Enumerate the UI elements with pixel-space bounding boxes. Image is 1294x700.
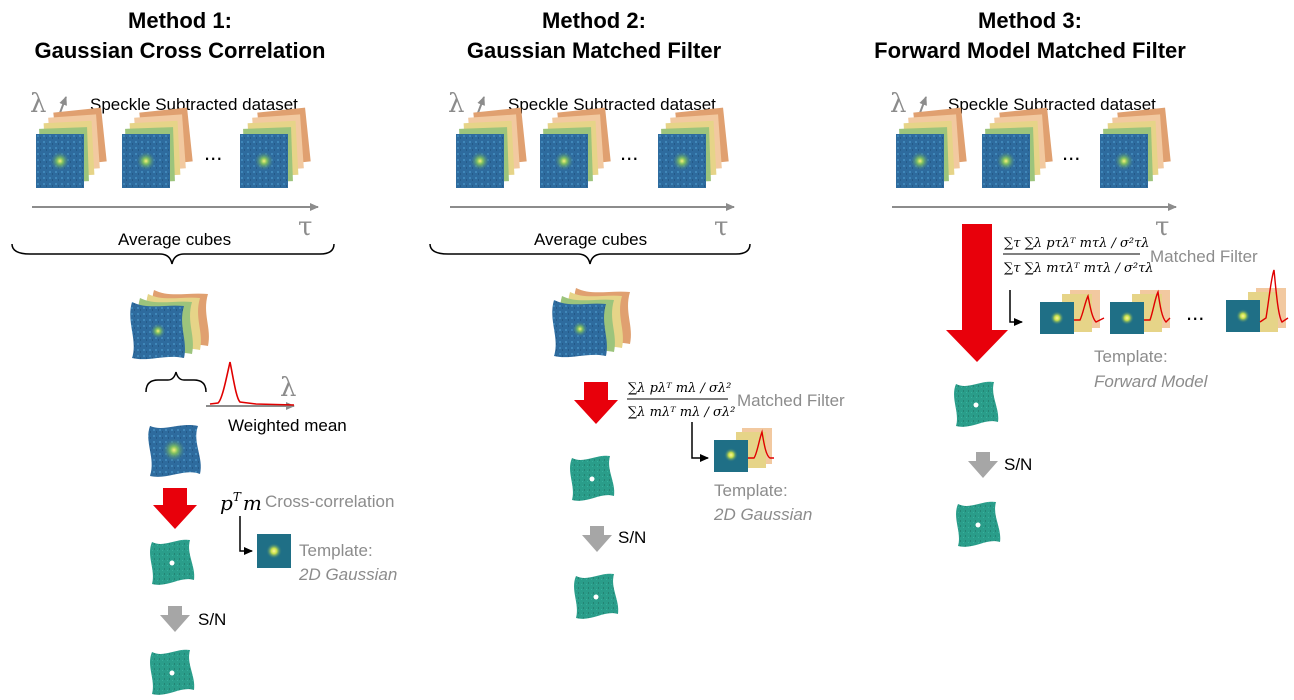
method2-averaged-cube xyxy=(552,288,631,358)
method3-mf-numerator: ∑τ ∑λ pτλᵀ mτλ / σ²τλ xyxy=(1004,236,1150,251)
method3-mf-label: Matched Filter xyxy=(1150,247,1258,266)
method3-template-stack-3 xyxy=(1226,269,1289,332)
method1-average-brace xyxy=(11,243,335,265)
method3-cube-3 xyxy=(1100,107,1171,188)
method1-template-type: 2D Gaussian xyxy=(298,565,397,584)
method3-template-label: Template: xyxy=(1094,347,1168,366)
method1-cc-T: T xyxy=(233,490,242,504)
method3-cube-ellipsis: ... xyxy=(1062,140,1080,165)
method3-template-type: Forward Model xyxy=(1094,372,1209,391)
method3-filtered-image xyxy=(954,381,999,427)
method1-dataset-label: Speckle Subtracted dataset xyxy=(90,95,298,114)
method3-title-line1: Method 3: xyxy=(978,8,1082,33)
method1-cube-ellipsis: ... xyxy=(204,140,222,165)
method3-red-arrow xyxy=(946,224,1008,362)
method1-red-arrow xyxy=(153,488,197,529)
method2-average-brace xyxy=(429,243,751,265)
method1-snr-image xyxy=(150,649,195,695)
method2-template-label: Template: xyxy=(714,481,788,500)
method1-brace-label: Average cubes xyxy=(118,230,231,249)
method2-mf-denominator: ∑λ mλᵀ mλ / σλ² xyxy=(628,405,735,420)
method2-snr-label: S/N xyxy=(618,528,646,547)
method3-lambda-label: λ xyxy=(890,89,906,119)
method3-cube-2 xyxy=(982,107,1053,188)
method1-title-line2: Gaussian Cross Correlation xyxy=(34,38,326,63)
method1-averaged-cube xyxy=(130,290,209,360)
method3-template-stack-1 xyxy=(1040,290,1105,334)
method3-dataset-label: Speckle Subtracted dataset xyxy=(948,95,1156,114)
method1-snr-label: S/N xyxy=(198,610,226,629)
method2-title: Method 2: Gaussian Matched Filter xyxy=(444,6,744,66)
method1-template-label: Template: xyxy=(299,541,373,560)
method2-cube-2 xyxy=(540,107,611,188)
method3-cube-1 xyxy=(896,107,967,188)
method3-title: Method 3: Forward Model Matched Filter xyxy=(860,6,1200,66)
method2-mf-label: Matched Filter xyxy=(737,391,845,410)
method1-weight-curve xyxy=(209,361,295,406)
method1-title: Method 1: Gaussian Cross Correlation xyxy=(30,6,330,66)
method2-title-line2: Gaussian Matched Filter xyxy=(466,38,722,63)
method2-template-type: 2D Gaussian xyxy=(713,505,812,524)
method2-snr-image xyxy=(574,573,619,619)
method1-filtered-image xyxy=(150,539,195,585)
method2-dataset-label: Speckle Subtracted dataset xyxy=(508,95,716,114)
method2-cube-1 xyxy=(456,107,527,188)
method1-cc-m: m xyxy=(243,491,262,515)
method1-cube-3 xyxy=(240,107,311,188)
method2-lambda-label: λ xyxy=(448,89,464,119)
method2-template-stack xyxy=(714,428,774,472)
method1-title-line1: Method 1: xyxy=(128,8,232,33)
method1-weighted-mean-label: Weighted mean xyxy=(228,416,347,435)
method2-title-line1: Method 2: xyxy=(542,8,646,33)
method1-lambda-brace xyxy=(145,371,207,393)
method3-tau-label: τ xyxy=(1155,212,1169,242)
method2-cube-ellipsis: ... xyxy=(620,140,638,165)
method3-title-line2: Forward Model Matched Filter xyxy=(874,38,1186,63)
method1-template-psf xyxy=(266,543,282,559)
method3-template-pointer xyxy=(1009,290,1023,326)
method2-template-pointer xyxy=(691,422,709,462)
method1-panel: λ Speckle Subtracted dataset ... τ Avera… xyxy=(11,89,397,695)
method2-snr-arrow xyxy=(582,526,612,552)
method3-snr-label: S/N xyxy=(1004,455,1032,474)
method1-snr-arrow xyxy=(160,606,190,632)
method1-cc-p: p xyxy=(220,491,233,515)
method3-snr-arrow xyxy=(968,452,998,478)
method2-red-arrow xyxy=(574,382,618,424)
method3-snr-image xyxy=(956,501,1001,547)
method1-lambda-label: λ xyxy=(30,89,46,119)
method3-template-ellipsis: ... xyxy=(1186,300,1204,325)
method3-template-stack-2 xyxy=(1110,289,1171,334)
method2-filtered-image xyxy=(570,455,615,501)
method1-cc-label: Cross-correlation xyxy=(265,492,394,511)
method1-cube-2 xyxy=(122,107,193,188)
method3-mf-denominator: ∑τ ∑λ mτλᵀ mτλ / σ²τλ xyxy=(1004,261,1154,276)
method2-cube-3 xyxy=(658,107,729,188)
method2-mf-numerator: ∑λ pλᵀ mλ / σλ² xyxy=(628,381,731,396)
method3-panel: λ Speckle Subtracted dataset ... τ ∑τ ∑λ… xyxy=(890,89,1289,547)
method1-template-pointer xyxy=(239,516,253,555)
method1-tau-label: τ xyxy=(298,212,312,242)
method1-cube-1 xyxy=(36,107,107,188)
method1-curve-lambda-label: λ xyxy=(280,373,296,403)
method1-weighted-image xyxy=(148,425,201,477)
method2-brace-label: Average cubes xyxy=(534,230,647,249)
method2-tau-label: τ xyxy=(714,212,728,242)
method2-panel: λ Speckle Subtracted dataset ... τ Avera… xyxy=(429,89,845,619)
